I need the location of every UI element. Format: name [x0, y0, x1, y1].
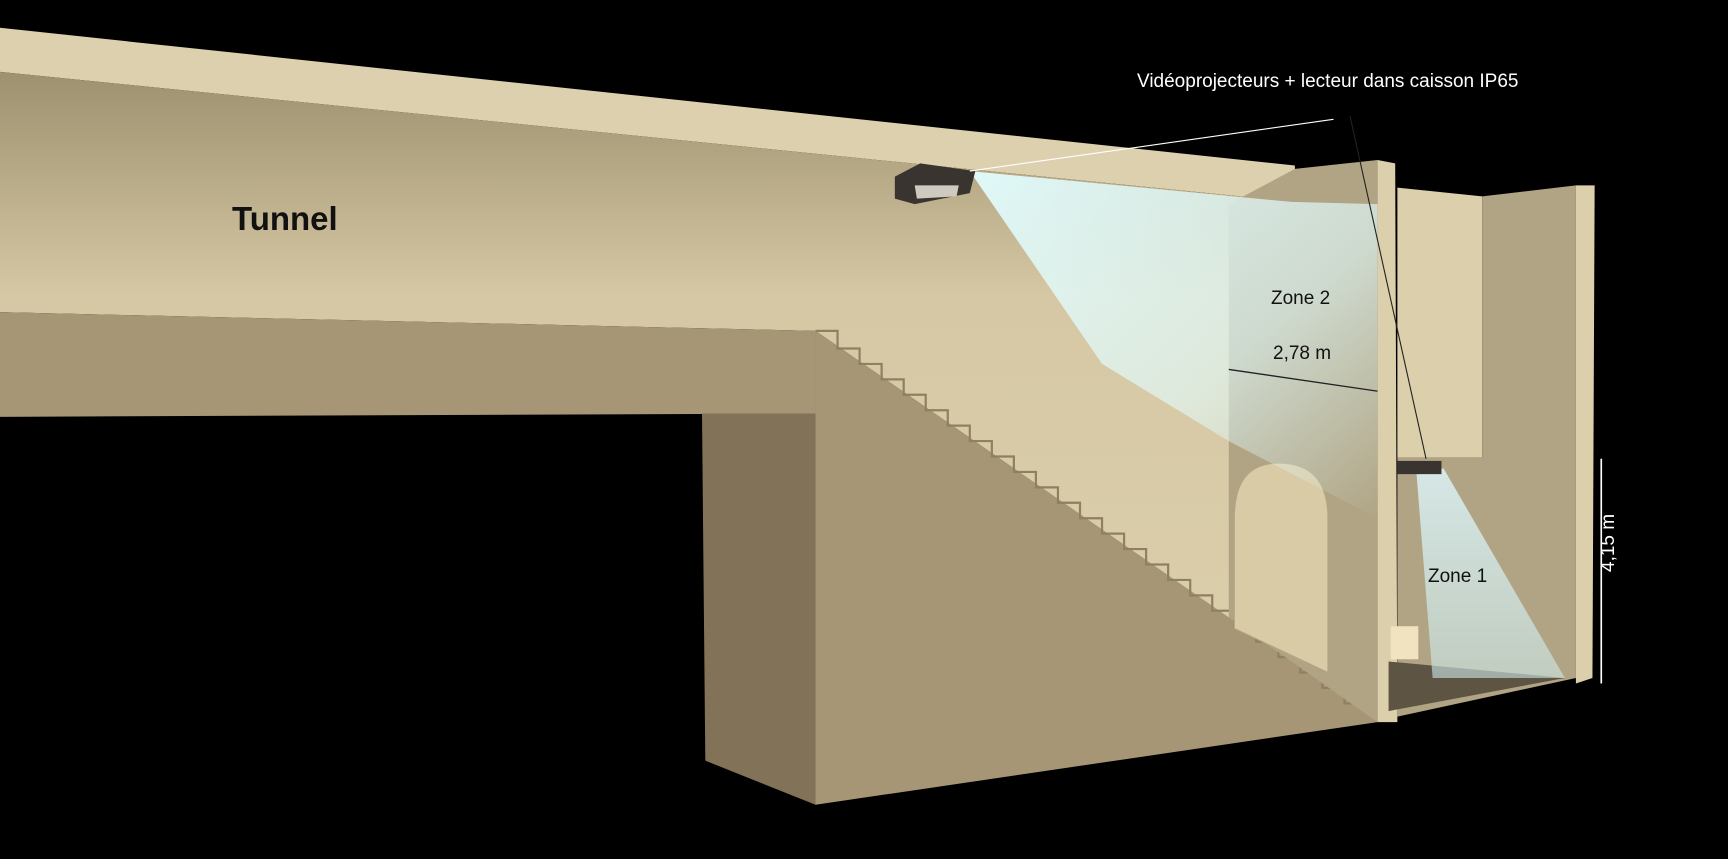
callout-leader-1	[969, 118, 1334, 172]
zone1-label: Zone 1	[1428, 566, 1488, 587]
tunnel-underside	[0, 312, 816, 417]
column	[1377, 160, 1398, 723]
beam-zone1	[1416, 468, 1565, 679]
diagram-title: Tunnel	[232, 200, 338, 237]
zone1-side	[1575, 185, 1595, 684]
zone1-height: 4,15 m	[1598, 513, 1619, 572]
beam-zone2	[969, 171, 1378, 519]
projector-callout: Vidéoprojecteurs + lecteur dans caisson …	[1137, 71, 1519, 92]
stair-face	[815, 330, 1378, 805]
zone2-label: Zone 2	[1271, 288, 1331, 309]
zone2-width: 2,78 m	[1273, 343, 1332, 364]
pillar	[702, 413, 816, 805]
projector-zone1	[1397, 460, 1442, 475]
zone1-wall-top	[1397, 187, 1483, 458]
callout-leader-2	[1349, 115, 1427, 459]
projector-lens	[914, 185, 959, 199]
dimension-line-zone2	[1228, 368, 1380, 393]
ceiling-top	[0, 27, 1295, 202]
bench	[1390, 626, 1419, 660]
